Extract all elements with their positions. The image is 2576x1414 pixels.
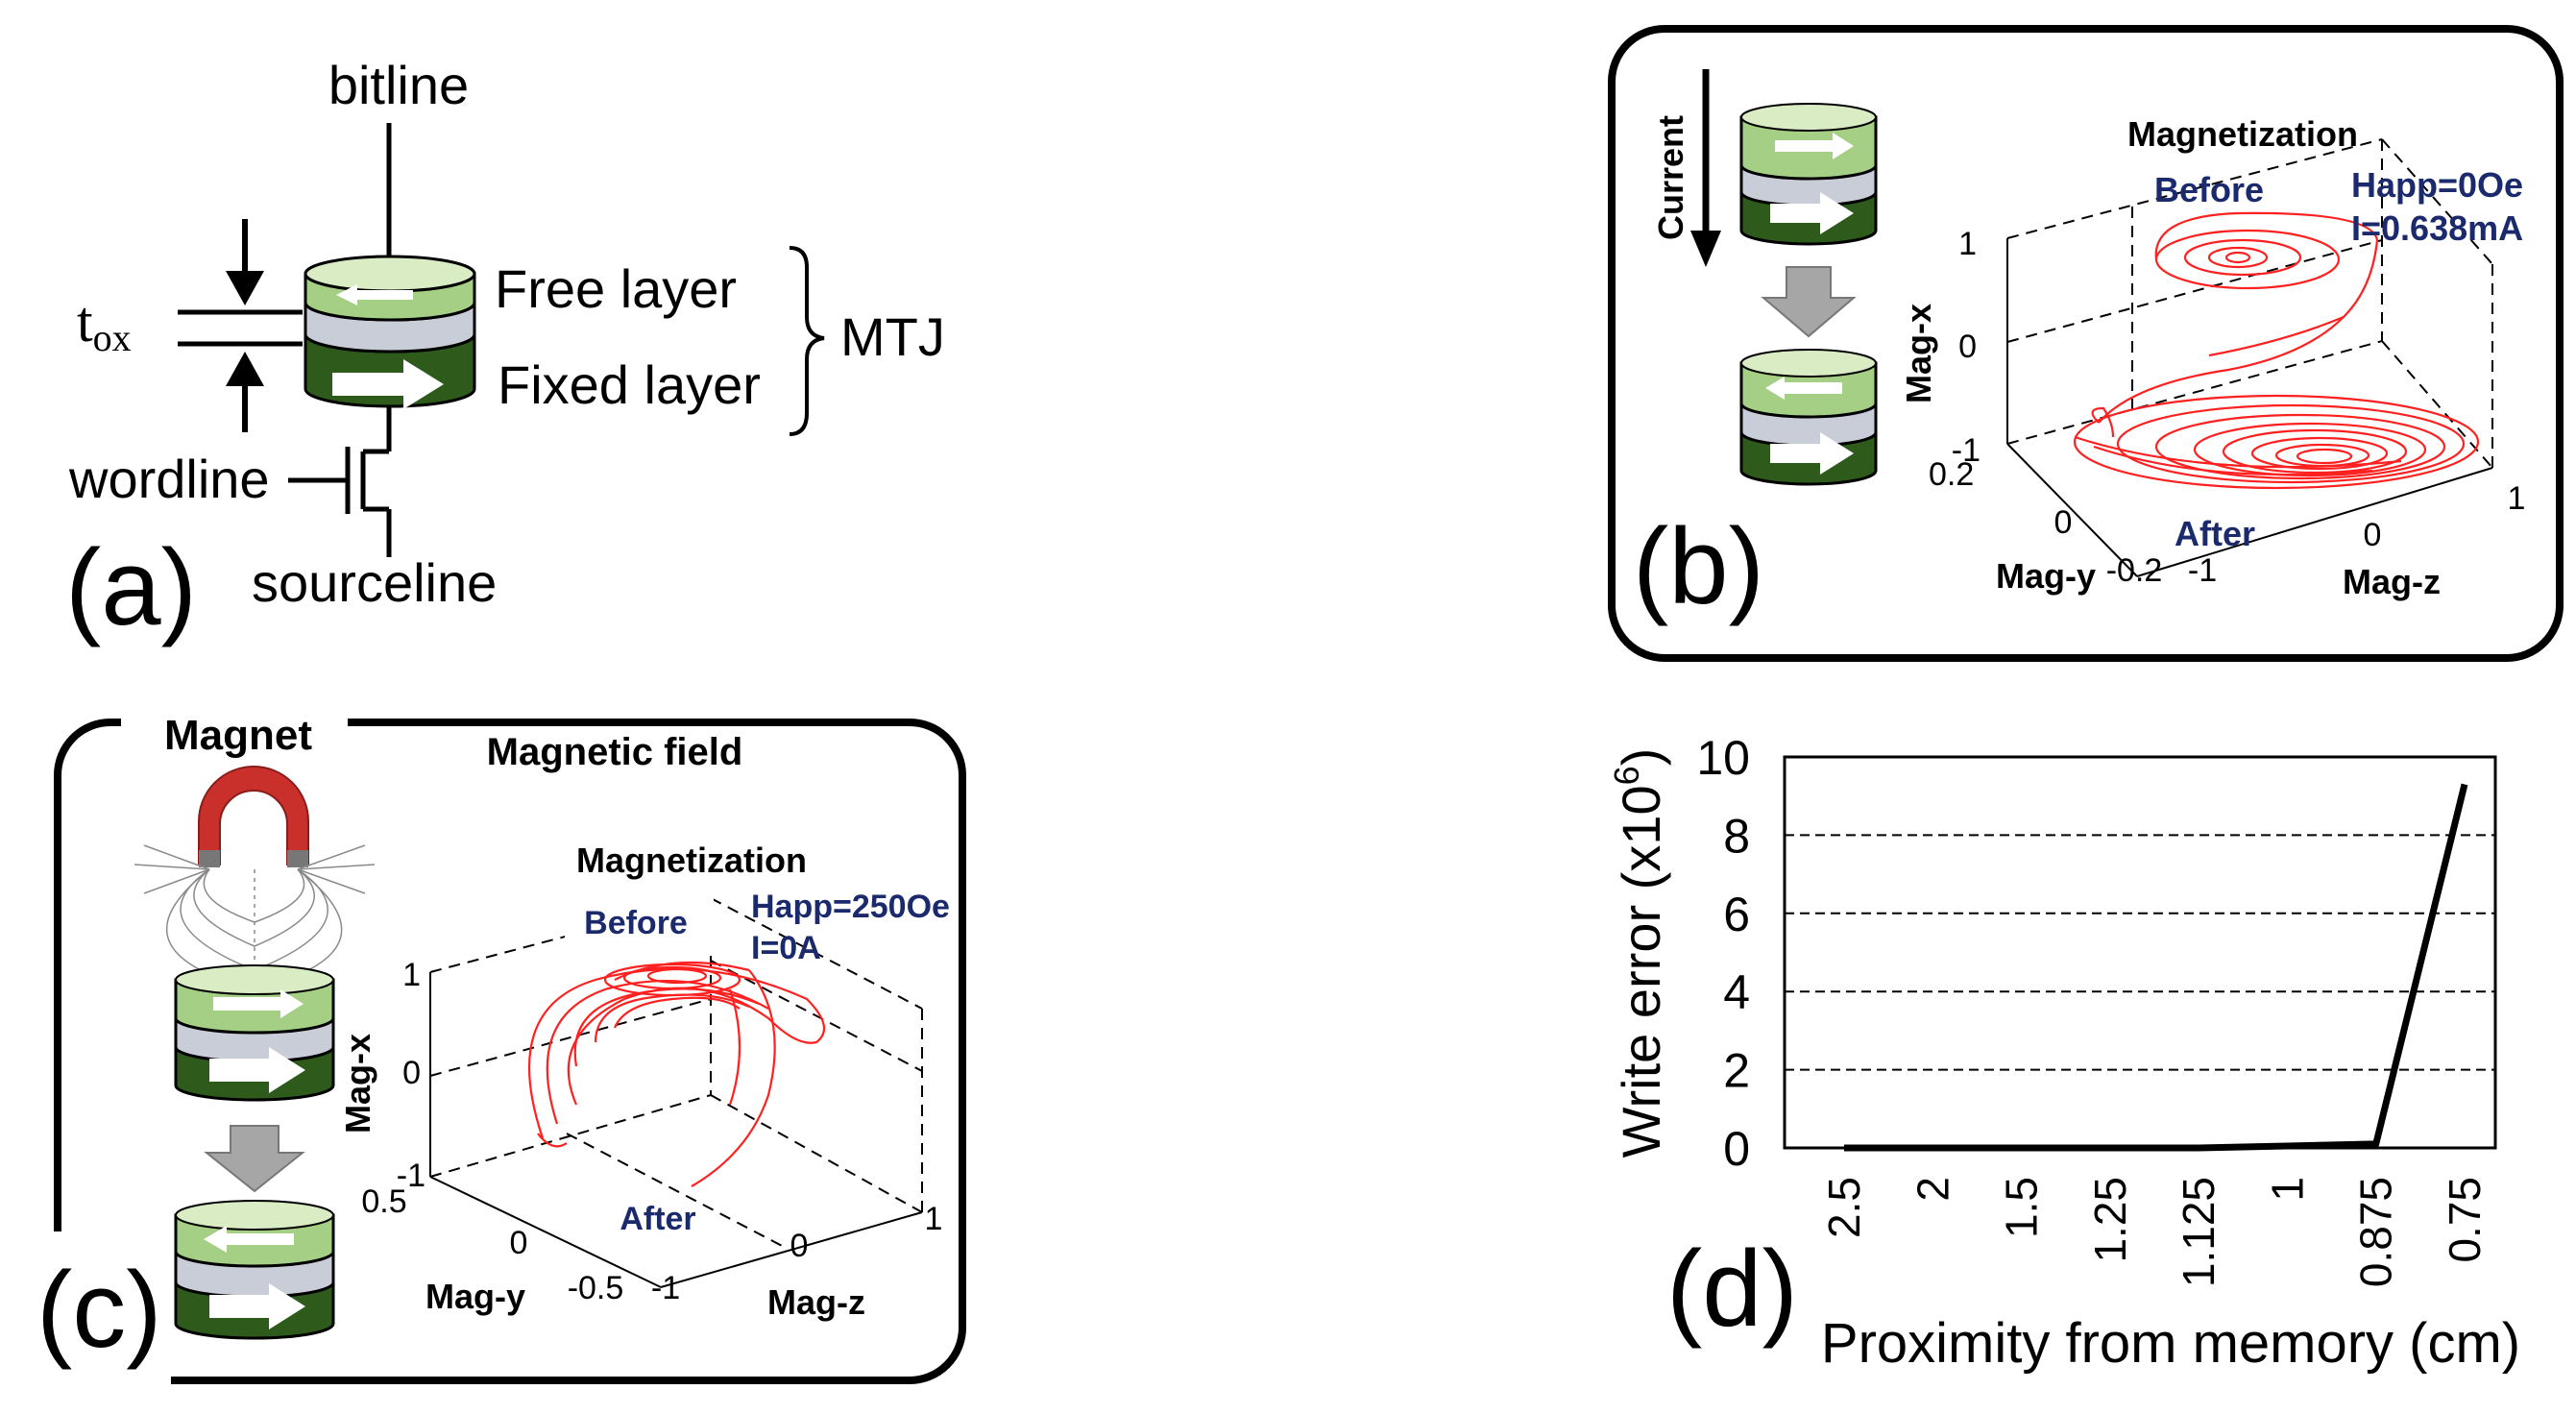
- panel-b-ytick: 0.2: [1929, 456, 1974, 493]
- panel-b-current-label: I=0.638mA: [2351, 208, 2523, 248]
- panel-c-label: (c): [36, 1250, 162, 1370]
- mtj-label: MTJ: [840, 306, 945, 367]
- y-tick-label: 8: [1723, 809, 1750, 863]
- y-tick-labels: 0 2 4 6 8 10: [1696, 731, 1750, 1176]
- panel-d-label: (d): [1666, 1229, 1798, 1349]
- panel-b-label: (b): [1633, 506, 1764, 626]
- panel-c-before-label: Before: [584, 905, 688, 941]
- panel-c-xtick: 0: [790, 1228, 809, 1264]
- access-transistor: [288, 406, 392, 557]
- magnet-title-box: [121, 706, 348, 773]
- panel-c-ytick: 0.5: [361, 1183, 406, 1220]
- panel-c-field-title: Magnetic field: [487, 731, 743, 773]
- x-tick-label: 1.25: [2085, 1177, 2135, 1263]
- x-tick-label: 1.125: [2174, 1177, 2224, 1287]
- bitline-label: bitline: [328, 55, 469, 115]
- panel-c-ytick: -0.5: [568, 1270, 624, 1306]
- y-tick-label: 2: [1723, 1044, 1750, 1098]
- panel-b-xtick: 1: [2508, 480, 2526, 517]
- panel-c-title: Magnetization: [576, 841, 807, 880]
- x-tick-label: 2: [1908, 1177, 1957, 1202]
- panel-b-xtick: -1: [2188, 552, 2217, 589]
- panel-b-3d-axes: [2006, 138, 2493, 577]
- x-tick-label: 0.75: [2440, 1177, 2490, 1263]
- x-axis-label: Proximity from memory (cm): [1821, 1312, 2520, 1375]
- tox-indicator: tox: [77, 219, 303, 432]
- y-tick-label: 0: [1723, 1122, 1750, 1176]
- panel-b-xtick: 0: [2364, 517, 2382, 553]
- series-line: [1844, 783, 2468, 1152]
- x-tick-labels: 2.5 2 1.5 1.25 1.125 1 0.875 0.75: [1819, 1177, 2490, 1287]
- panel-b-zlabel: Mag-x: [1899, 304, 1938, 403]
- mtj-stack: [304, 255, 476, 409]
- panel-b-ylabel: Mag-y: [1996, 556, 2096, 596]
- panel-b-ztick: -1: [1952, 432, 1981, 469]
- panel-b-happ-label: Happ=0Oe: [2351, 165, 2523, 205]
- panel-c-ytick: 0: [510, 1225, 528, 1261]
- panel-c-trajectory: [528, 961, 826, 1187]
- panel-b-before-label: Before: [2154, 170, 2264, 209]
- y-axis-label: Write error (x106): [1607, 748, 1671, 1158]
- transition-arrow-icon: [1761, 266, 1857, 338]
- wordline-label: wordline: [68, 449, 270, 509]
- panel-c-xlabel: Mag-z: [767, 1282, 865, 1322]
- panel-b-ytick: -0.2: [2106, 552, 2163, 589]
- y-tick-label: 10: [1696, 731, 1750, 785]
- panel-c-transition-arrow-icon: [204, 1125, 305, 1193]
- fixed-layer-arrow-icon: [332, 359, 444, 409]
- mtj-brace: [789, 246, 825, 436]
- magnet-label: Magnet: [164, 712, 312, 759]
- panel-c-ztick: -1: [397, 1158, 425, 1194]
- y-tick-label: 6: [1723, 888, 1750, 941]
- panel-d-chart: 0 2 4 6 8 10 2.5 2 1.5 1.25 1.125 1 0.875 0.75 Write…: [1607, 731, 2520, 1375]
- panel-b-ztick: 0: [1958, 329, 1977, 365]
- plot-area: [1783, 755, 2497, 1150]
- panel-b-title: Magnetization: [2127, 114, 2358, 154]
- panel-c-ztick: 1: [402, 957, 421, 993]
- sourceline-label: sourceline: [252, 552, 497, 613]
- panel-c-after-label: After: [620, 1201, 695, 1237]
- panel-c-ztick: 0: [402, 1055, 421, 1091]
- tox-label: tox: [77, 290, 132, 359]
- panel-c: Magnet Magnetic field: [36, 706, 966, 1385]
- grid-lines: [1785, 834, 2495, 1071]
- panel-c-ylabel: Mag-y: [425, 1277, 525, 1316]
- panel-b: Current: [1608, 25, 2564, 662]
- panel-a-label: (a): [65, 527, 197, 647]
- x-tick-label: 1.5: [1997, 1177, 2047, 1238]
- x-tick-label: 0.875: [2351, 1177, 2401, 1287]
- free-layer-label: Free layer: [495, 258, 737, 319]
- panel-b-trajectory: [2073, 211, 2480, 490]
- panel-b-ytick: 0: [2054, 504, 2073, 541]
- panel-c-label-bg: [36, 1231, 171, 1385]
- panel-c-xtick: 1: [925, 1201, 943, 1237]
- panel-c-mtj-after-icon: [174, 1200, 335, 1340]
- mtj-after-icon: [1739, 349, 1878, 486]
- current-label: Current: [1651, 115, 1690, 240]
- free-layer-arrow-icon: [336, 284, 413, 305]
- panel-a: bitline Free layer Fixed layer MTJ: [65, 55, 945, 647]
- panel-b-xlabel: Mag-z: [2343, 562, 2441, 601]
- panel-b-ztick: 1: [1958, 226, 1977, 262]
- panel-c-mtj-before-icon: [174, 964, 335, 1102]
- fixed-layer-label: Fixed layer: [498, 354, 761, 415]
- x-tick-label: 1: [2262, 1177, 2312, 1202]
- panel-c-happ-label: Happ=250Oe: [751, 889, 950, 925]
- mtj-before-icon: [1739, 103, 1878, 246]
- horseshoe-magnet-icon: [198, 766, 309, 867]
- panel-c-xtick: -1: [651, 1270, 680, 1306]
- panel-c-zlabel: Mag-x: [338, 1034, 377, 1134]
- y-tick-label: 4: [1723, 965, 1750, 1019]
- x-tick-label: 2.5: [1819, 1177, 1869, 1238]
- panel-c-before-box: [565, 893, 714, 949]
- panel-c-3d-axes: [429, 897, 923, 1288]
- panel-c-current-label: I=0A: [751, 930, 821, 966]
- panel-b-after-label: After: [2175, 514, 2255, 553]
